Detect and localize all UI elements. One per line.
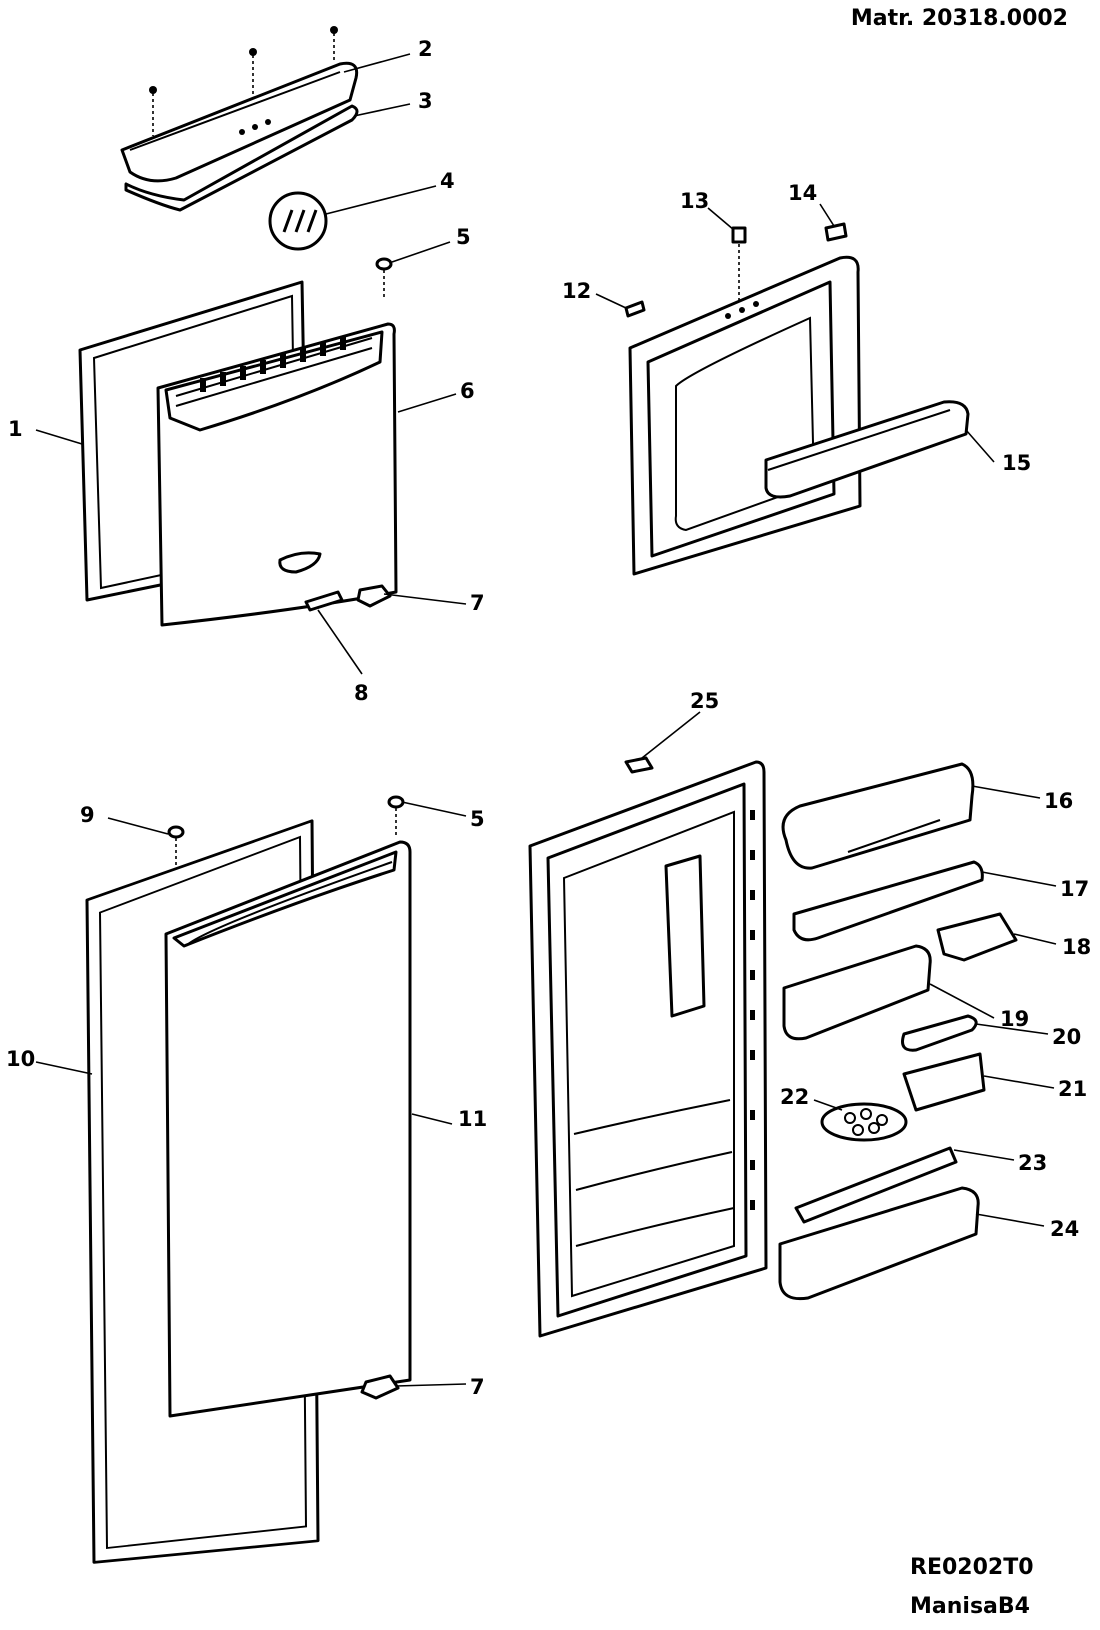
callout-16: 16 [1044, 789, 1073, 813]
hinge-bracket-icon [356, 584, 392, 608]
fridge-liner-assembly [528, 756, 1018, 1338]
callout-21: 21 [1058, 1077, 1087, 1101]
callout-5: 5 [456, 225, 471, 249]
rail-23 [794, 1146, 958, 1224]
egg-tray-18 [936, 912, 1018, 962]
callout-13: 13 [680, 189, 709, 213]
callout-7-repeat: 7 [470, 1375, 485, 1399]
callouts: 1 2 3 4 5 6 7 8 9 10 11 12 13 14 15 16 1… [6, 37, 1091, 1399]
small-box-21 [902, 1052, 986, 1112]
latch-icon [304, 590, 344, 612]
callout-25: 25 [690, 689, 719, 713]
callout-14: 14 [788, 181, 817, 205]
callout-6: 6 [460, 379, 475, 403]
fridge-door-panel [164, 840, 412, 1418]
drawing-code: RE0202T0 [910, 1555, 1034, 1580]
callout-8: 8 [354, 681, 369, 705]
hinge-bracket-icon [360, 1374, 400, 1400]
hinge-pin-icon [167, 795, 405, 925]
callout-10: 10 [6, 1047, 35, 1071]
egg-tray-22 [820, 1102, 908, 1142]
door-shelf-15 [764, 400, 970, 499]
stop-25 [624, 756, 654, 774]
screw-icon [149, 26, 338, 136]
callout-17: 17 [1060, 877, 1089, 901]
callout-3: 3 [418, 89, 433, 113]
small-lid-20 [901, 1014, 978, 1052]
callout-1: 1 [8, 417, 23, 441]
freezer-door-assembly [78, 26, 398, 627]
dairy-cover-16 [781, 762, 975, 870]
callout-11: 11 [458, 1107, 487, 1131]
callout-2: 2 [418, 37, 433, 61]
callout-22: 22 [780, 1085, 809, 1109]
callout-4: 4 [440, 169, 455, 193]
material-code: Matr. 20318.0002 [850, 6, 1068, 31]
callout-5-repeat: 5 [470, 807, 485, 831]
door-shelf-17 [792, 860, 984, 942]
door-shelf-19 [782, 944, 932, 1041]
callout-24: 24 [1050, 1217, 1079, 1241]
model-name: ManisaB4 [910, 1594, 1030, 1619]
top-cover [120, 61, 359, 183]
door-shelf-24 [778, 1186, 980, 1301]
callout-23: 23 [1018, 1151, 1047, 1175]
label-12 [624, 300, 646, 318]
callout-7: 7 [470, 591, 485, 615]
switch-13 [731, 226, 747, 244]
button-holes [239, 119, 271, 135]
callout-18: 18 [1062, 935, 1091, 959]
callout-19: 19 [1000, 1007, 1029, 1031]
cover-seal [124, 104, 359, 212]
freezer-door-panel [156, 322, 398, 627]
callout-20: 20 [1052, 1025, 1081, 1049]
detail-circle [268, 191, 328, 251]
callout-9: 9 [80, 803, 95, 827]
freezer-liner-assembly [624, 222, 970, 576]
callout-12: 12 [562, 279, 591, 303]
callout-15: 15 [1002, 451, 1031, 475]
hinge-pin-icon [375, 257, 393, 300]
label-14 [824, 222, 848, 242]
fridge-door-assembly [85, 795, 412, 1564]
